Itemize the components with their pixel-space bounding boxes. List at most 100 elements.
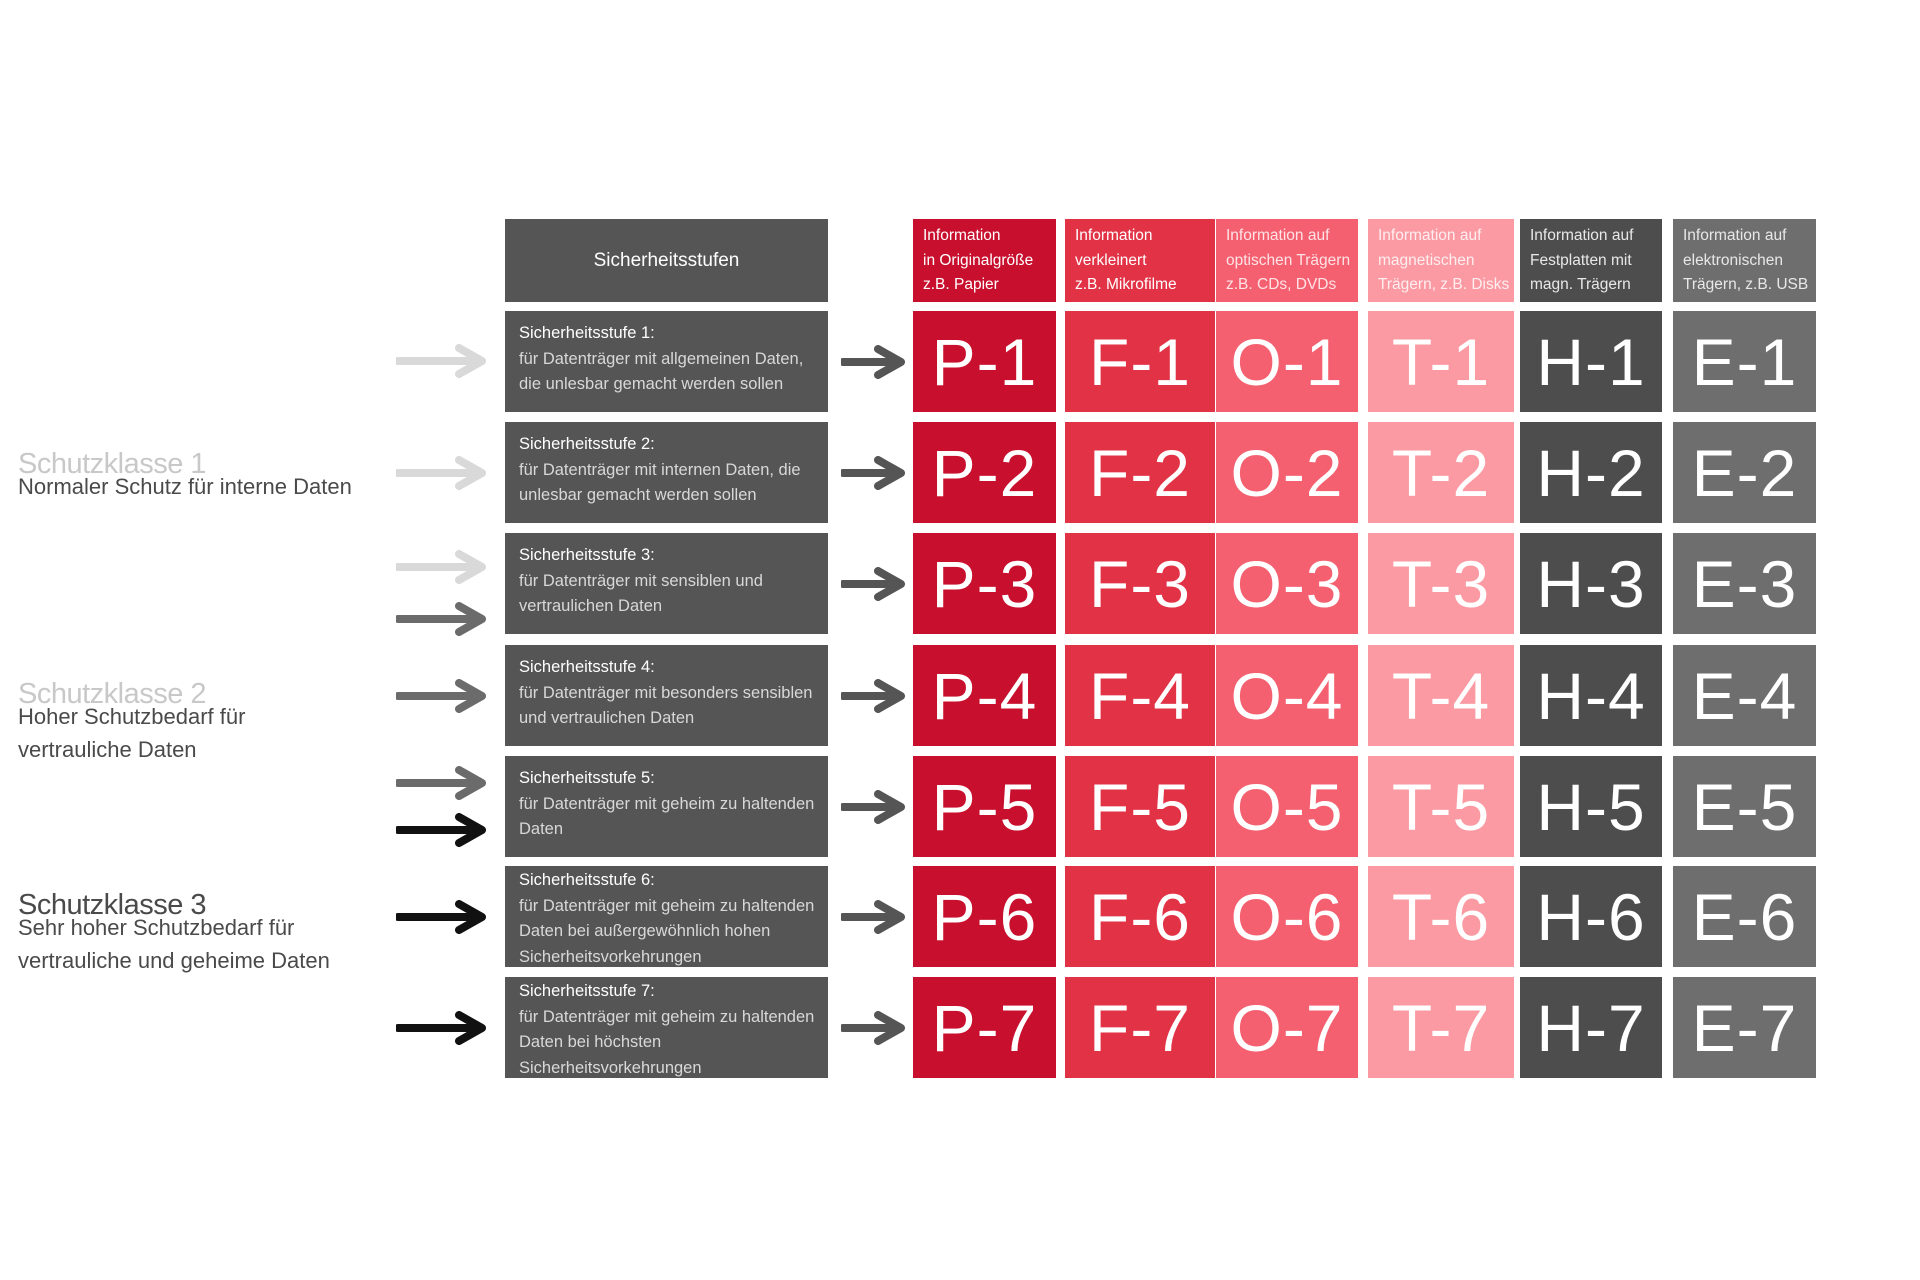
level-cell-e-6: E-6 <box>1673 866 1816 967</box>
arrow-right-icon <box>839 789 905 824</box>
level-arrow <box>839 789 905 829</box>
level-cell-p-7: P-7 <box>913 977 1056 1078</box>
level-cell-f-6: F-6 <box>1065 866 1215 967</box>
security-level-3: Sicherheitsstufe 3: für Datenträger mit s… <box>505 533 828 634</box>
security-level-desc: Sicherheitsvorkehrungen <box>519 1058 702 1077</box>
security-level-desc: die unlesbar gemacht werden sollen <box>519 375 784 393</box>
protection-class-2-title: Schutzklasse 2 <box>18 678 207 710</box>
level-cell-p-1: P-1 <box>913 311 1056 412</box>
level-cell-f-4: F-4 <box>1065 645 1215 746</box>
column-header-line: Information auf <box>1683 227 1787 244</box>
security-levels-header: Sicherheitsstufen <box>505 219 828 302</box>
protection-class-1-title: Schutzklasse 1 <box>18 448 207 480</box>
class-arrow <box>394 813 486 852</box>
column-header-line: z.B. Mikrofilme <box>1075 276 1177 293</box>
arrow-right-icon <box>394 344 486 378</box>
level-cell-t-7: T-7 <box>1368 977 1514 1078</box>
level-cell-o-3: O-3 <box>1216 533 1358 634</box>
security-level-desc: Daten bei höchsten <box>519 1033 662 1051</box>
level-cell-f-1: F-1 <box>1065 311 1215 412</box>
level-arrow <box>839 566 905 606</box>
column-header-line: z.B. CDs, DVDs <box>1226 276 1337 293</box>
security-level-desc: für Datenträger mit sensiblen und <box>519 571 763 590</box>
level-cell-o-4: O-4 <box>1216 645 1358 746</box>
level-cell-t-3: T-3 <box>1368 533 1514 634</box>
level-cell-h-3: H-3 <box>1520 533 1662 634</box>
security-level-desc: für Datenträger mit allgemeinen Daten, <box>519 349 804 368</box>
column-header-line: z.B. Papier <box>923 276 999 293</box>
arrow-right-icon <box>394 550 486 584</box>
security-level-1: Sicherheitsstufe 1:für Datenträger mit a… <box>505 311 828 412</box>
level-cell-p-4: P-4 <box>913 645 1056 746</box>
column-header-line: Information auf <box>1226 227 1330 244</box>
level-cell-h-5: H-5 <box>1520 756 1662 857</box>
column-header-line: elektronischen <box>1683 251 1783 269</box>
arrow-right-icon <box>394 900 486 934</box>
level-cell-e-5: E-5 <box>1673 756 1816 857</box>
security-level-desc: Sicherheitsvorkehrungen <box>519 947 702 966</box>
protection-class-3-desc-line: vertrauliche und geheime Daten <box>18 948 330 973</box>
column-header-line: magnetischen <box>1378 251 1475 269</box>
class-arrow <box>394 679 486 718</box>
arrow-right-icon <box>394 602 486 636</box>
security-level-title: Sicherheitsstufe 2: <box>519 435 655 453</box>
class-arrow <box>394 900 486 939</box>
arrow-right-icon <box>839 566 905 601</box>
protection-class-1: Schutzklasse 1 Normaler Schutz für inter… <box>18 450 352 503</box>
arrow-right-icon <box>394 1011 486 1045</box>
security-level-title: Sicherheitsstufe 5: <box>519 769 655 787</box>
level-cell-o-7: O-7 <box>1216 977 1358 1078</box>
level-cell-h-7: H-7 <box>1520 977 1662 1078</box>
level-cell-e-4: E-4 <box>1673 645 1816 746</box>
level-cell-e-7: E-7 <box>1673 977 1816 1078</box>
level-cell-t-2: T-2 <box>1368 422 1514 523</box>
arrow-right-icon <box>394 679 486 713</box>
level-cell-t-6: T-6 <box>1368 866 1514 967</box>
security-level-desc: für Datenträger mit besonders sensiblen <box>519 683 813 702</box>
security-level-desc: für Datenträger mit internen Daten, die <box>519 460 801 479</box>
column-header-line: verkleinert <box>1075 251 1147 269</box>
security-level-7: Sicherheitsstufe 7:für Datenträger mit g… <box>505 977 828 1078</box>
column-header-line: Trägern, z.B. Disks <box>1378 276 1510 293</box>
protection-class-2-desc-line: vertrauliche Daten <box>18 737 197 762</box>
protection-class-3: Schutzklasse 3 Sehr hoher Schutzbedarf f… <box>18 891 330 977</box>
security-level-desc: Daten bei außergewöhnlich hohen <box>519 922 771 940</box>
level-cell-h-1: H-1 <box>1520 311 1662 412</box>
level-cell-t-5: T-5 <box>1368 756 1514 857</box>
class-arrow <box>394 344 486 383</box>
column-header-line: Information <box>1075 227 1153 244</box>
level-cell-o-2: O-2 <box>1216 422 1358 523</box>
level-arrow <box>839 455 905 495</box>
level-cell-f-3: F-3 <box>1065 533 1215 634</box>
class-arrow <box>394 456 486 495</box>
protection-class-2-desc-line: Hoher Schutzbedarf für <box>18 704 246 729</box>
arrow-right-icon <box>394 813 486 847</box>
column-header-line: in Originalgröße <box>923 251 1034 269</box>
arrow-right-icon <box>839 678 905 713</box>
level-cell-f-5: F-5 <box>1065 756 1215 857</box>
level-cell-o-1: O-1 <box>1216 311 1358 412</box>
column-header-line: Trägern, z.B. USB <box>1683 276 1809 293</box>
level-arrow <box>839 1010 905 1050</box>
class-arrow <box>394 550 486 589</box>
level-cell-f-7: F-7 <box>1065 977 1215 1078</box>
level-cell-f-2: F-2 <box>1065 422 1215 523</box>
level-cell-e-2: E-2 <box>1673 422 1816 523</box>
level-arrow <box>839 678 905 718</box>
class-arrow <box>394 1011 486 1050</box>
security-level-title: Sicherheitsstufe 3: <box>519 546 655 564</box>
level-cell-p-2: P-2 <box>913 422 1056 523</box>
protection-class-2-desc: Hoher Schutzbedarf für vertrauliche Date… <box>18 700 245 766</box>
security-level-desc: Daten <box>519 820 564 838</box>
security-level-title: Sicherheitsstufe 7: <box>519 982 655 1000</box>
level-cell-t-1: T-1 <box>1368 311 1514 412</box>
security-level-title: Sicherheitsstufe 4: <box>519 658 655 676</box>
column-header-f: Information verkleinert z.B. Mikrofilme <box>1065 219 1215 302</box>
class-arrow <box>394 602 486 641</box>
security-level-title: Sicherheitsstufe 6: <box>519 871 655 889</box>
level-cell-e-1: E-1 <box>1673 311 1816 412</box>
column-header-line: Information auf <box>1378 227 1482 244</box>
